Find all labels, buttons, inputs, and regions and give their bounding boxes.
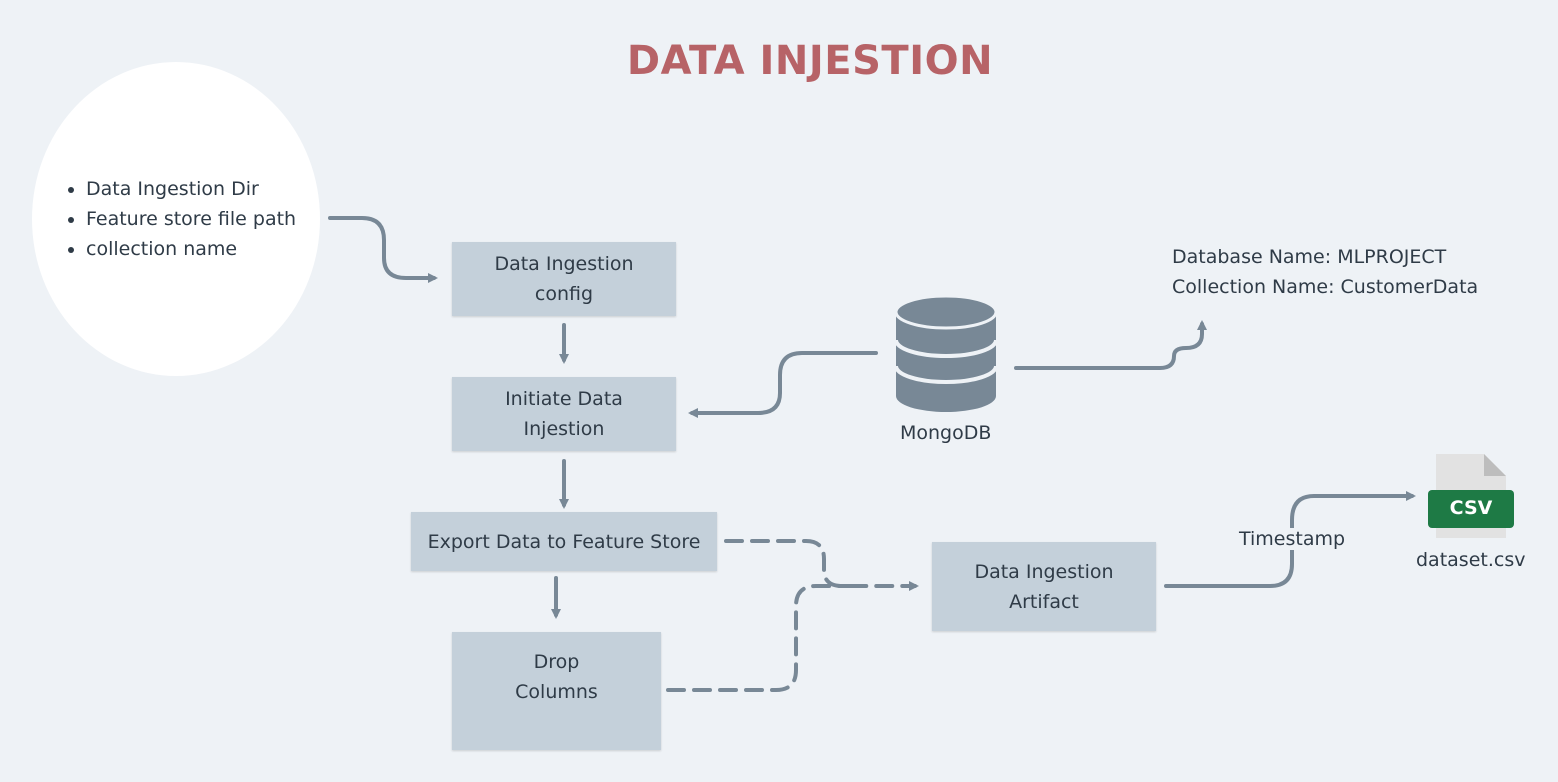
dashed-drop-to-artifact [666, 584, 864, 692]
list-item: Data Ingestion Dir [86, 174, 296, 204]
box-label-line: Injestion [523, 418, 605, 440]
mongodb-icon [894, 294, 998, 412]
csv-file-icon [1428, 454, 1514, 538]
box-label-line: Drop [533, 651, 580, 673]
box-label-line: Export Data to Feature Store [427, 530, 701, 553]
box-label-line: Initiate Data [505, 388, 623, 410]
config-inputs-list: Data Ingestion Dir Feature store file pa… [60, 174, 296, 264]
box-label-line: Artifact [1009, 590, 1079, 613]
timestamp-label: Timestamp [1237, 528, 1348, 550]
export-data-to-feature-store-box: Export Data to Feature Store [411, 512, 717, 571]
dashed-export-to-artifact [724, 539, 919, 591]
config-inputs-bubble: Data Ingestion Dir Feature store file pa… [32, 62, 320, 376]
database-name-line: Database Name: MLPROJECT [1172, 246, 1447, 268]
list-item: Feature store file path [86, 204, 296, 234]
csv-filename: dataset.csv [1416, 549, 1526, 571]
box-label-line: Data Ingestion [974, 560, 1114, 583]
database-info: Database Name: MLPROJECT Collection Name… [1172, 242, 1478, 302]
diagram-title: DATA INJESTION [626, 38, 994, 84]
list-item: collection name [86, 234, 296, 264]
box-label-line: config [534, 283, 594, 305]
arrow-inputs-to-config [328, 216, 438, 283]
arrow-mongodb-to-initiate [688, 351, 878, 418]
box-label-line: Columns [515, 681, 598, 703]
collection-name-line: Collection Name: CustomerData [1172, 276, 1479, 298]
mongodb-label: MongoDB [900, 422, 992, 444]
box-label-line: Data Ingestion [494, 253, 634, 275]
data-ingestion-config-box: Data Ingestion config [452, 242, 676, 316]
csv-badge-text: CSV [1449, 497, 1493, 519]
connector-mongodb-to-dbinfo [1014, 320, 1207, 370]
